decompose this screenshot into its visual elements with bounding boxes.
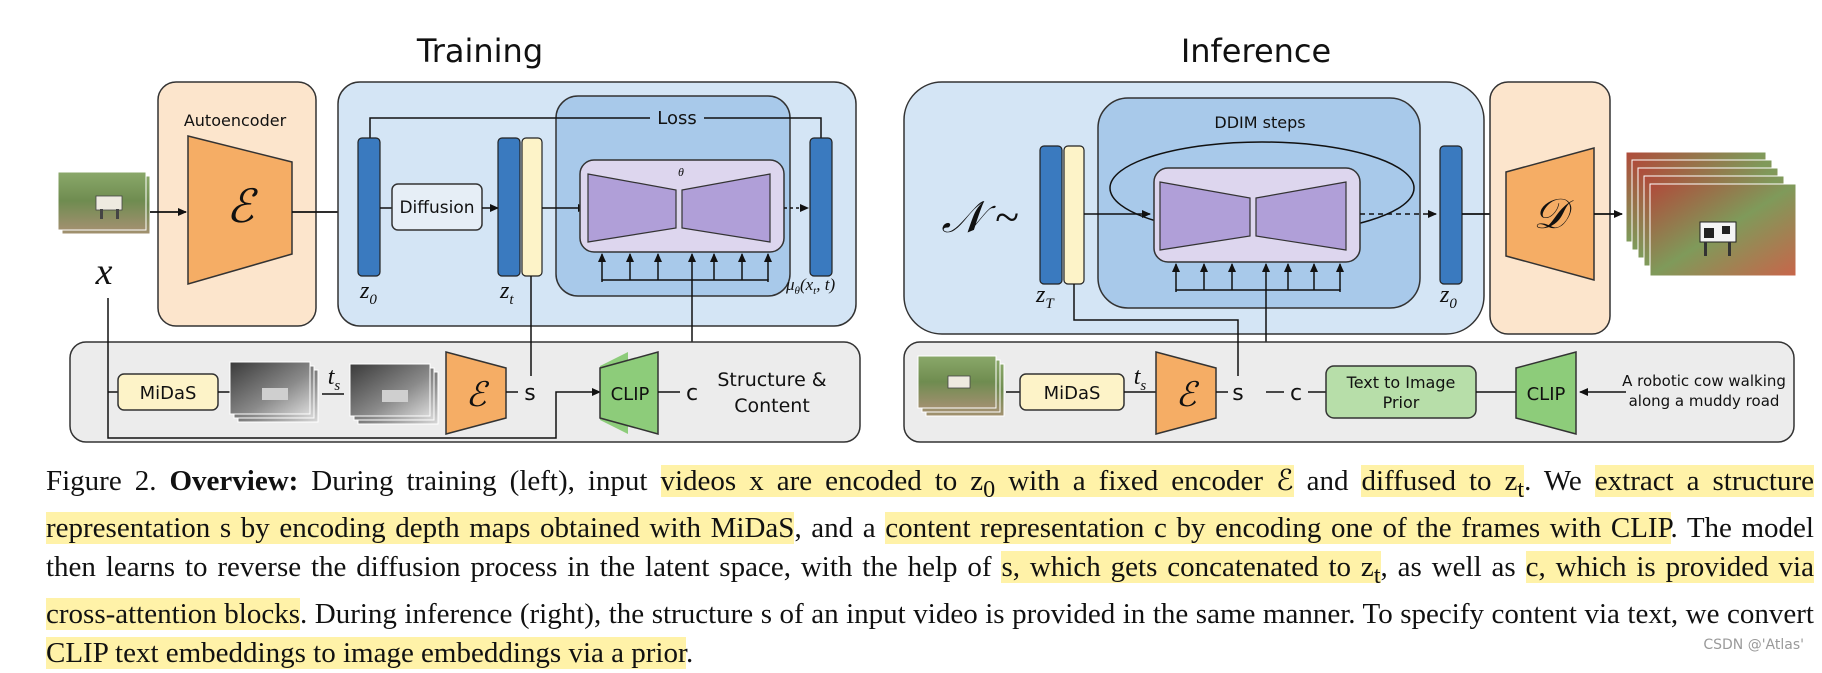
training-title: Training bbox=[416, 32, 543, 70]
inference-clip-label: CLIP bbox=[1527, 384, 1566, 405]
training-structure-encoder-symbol: ℰ bbox=[466, 377, 490, 414]
caption-bold-heading: Overview: bbox=[169, 465, 299, 497]
caption-highlight-7: CLIP text embeddings to image embeddings… bbox=[46, 636, 687, 669]
zt-label: zt bbox=[499, 278, 514, 308]
caption-highlight-2: diffused to zt bbox=[1361, 465, 1525, 503]
training-structure-encoder-shape bbox=[445, 351, 507, 435]
diffusion-label: Diffusion bbox=[399, 198, 474, 218]
zT-structure-bar bbox=[1063, 145, 1085, 285]
figure-caption: Figure 2. Overview: During training (lef… bbox=[46, 465, 1814, 669]
prompt-line1: A robotic cow walking bbox=[1622, 372, 1786, 390]
zT-label: zT bbox=[1035, 282, 1055, 312]
inference-input-video-frames bbox=[917, 355, 1005, 417]
caption-highlight-4: content representation c by encoding one… bbox=[885, 511, 1671, 544]
diffusion-box bbox=[391, 183, 483, 231]
inference-clip-trapezoid bbox=[1515, 351, 1577, 435]
prior-label-line1: Text to Image bbox=[1346, 373, 1456, 392]
prompt-line2: along a muddy road bbox=[1629, 392, 1780, 410]
inference-structure-encoder-shape bbox=[1155, 351, 1217, 435]
noise-label: 𝒩 ~ bbox=[942, 193, 1019, 242]
inference-midas-label: MiDaS bbox=[1044, 383, 1101, 404]
inference-c-label: c bbox=[1290, 381, 1302, 406]
training-depth-map-1 bbox=[229, 361, 319, 423]
decoder-shape bbox=[1505, 147, 1595, 281]
caption-highlight-1: videos x are encoded to z0 with a fixed … bbox=[660, 465, 1294, 503]
training-ts-label: ts bbox=[328, 364, 341, 394]
prior-label-line2: Prior bbox=[1383, 393, 1420, 412]
structure-content-label-line2: Content bbox=[734, 395, 810, 417]
training-c-label: c bbox=[686, 381, 698, 406]
theta-label: θ bbox=[678, 165, 684, 179]
inference-structure-encoder-symbol: ℰ bbox=[1176, 377, 1200, 414]
inference-unet-decoder-half bbox=[1255, 181, 1347, 251]
inference-ts-label: ts bbox=[1134, 364, 1147, 394]
mu-output-bar bbox=[809, 137, 833, 277]
training-midas-label: MiDaS bbox=[140, 383, 197, 404]
training-clip-trapezoid bbox=[599, 351, 659, 435]
training-depth-map-2 bbox=[349, 363, 439, 425]
mu-label: μθ(xt, t) bbox=[785, 275, 835, 297]
zT-latent-bar bbox=[1039, 145, 1063, 285]
zt-structure-bar bbox=[521, 137, 543, 277]
training-s-label: s bbox=[524, 381, 535, 406]
structure-content-label-line1: Structure & bbox=[717, 369, 826, 391]
watermark: CSDN @'Atlas' bbox=[1703, 637, 1804, 653]
training-encoder-symbol: ℰ bbox=[226, 181, 258, 232]
inference-s-to-zT-line bbox=[1073, 284, 1239, 376]
training-encoder-shape bbox=[187, 135, 293, 285]
inference-s-label: s bbox=[1232, 381, 1243, 406]
inference-z0-bar bbox=[1439, 145, 1463, 285]
output-video-frames bbox=[1625, 151, 1797, 277]
inference-z0-label: z0 bbox=[1439, 282, 1457, 312]
loss-label: Loss bbox=[657, 108, 696, 129]
z0-label: z0 bbox=[359, 278, 377, 308]
caption-highlight-5: s, which gets concatenated to zt bbox=[1001, 550, 1381, 589]
ddim-steps-label: DDIM steps bbox=[1214, 113, 1305, 132]
z0-latent-bar bbox=[357, 137, 381, 277]
input-video-frames bbox=[57, 171, 151, 235]
input-x-label: x bbox=[95, 251, 113, 293]
training-unet-decoder-half bbox=[681, 173, 771, 243]
inference-unet-encoder-half bbox=[1159, 181, 1251, 251]
autoencoder-label: Autoencoder bbox=[184, 111, 287, 130]
training-unet-encoder-half bbox=[587, 173, 677, 243]
loss-line bbox=[369, 117, 822, 140]
training-clip-label: CLIP bbox=[611, 384, 650, 405]
inference-title: Inference bbox=[1181, 32, 1331, 70]
overview-figure: Training Autoencoder ℰ x Loss z0 Diffusi… bbox=[57, 32, 1797, 443]
zt-latent-bar bbox=[497, 137, 521, 277]
